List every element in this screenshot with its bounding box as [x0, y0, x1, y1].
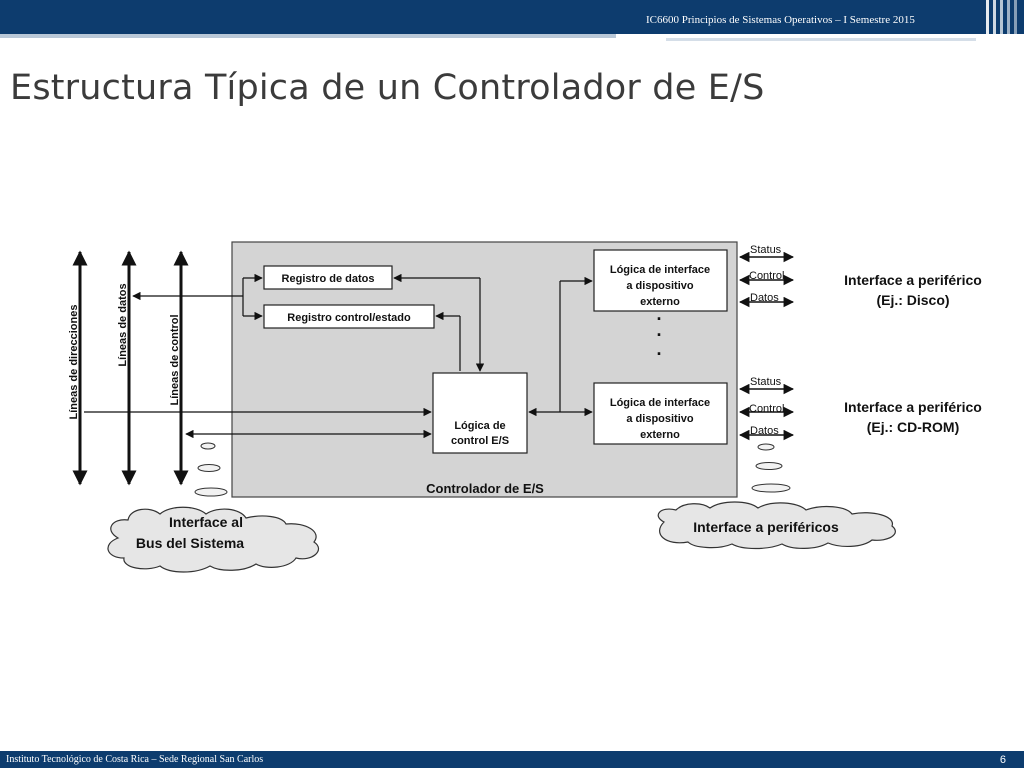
- page-number: 6: [999, 754, 1006, 766]
- header-bar: [0, 0, 1024, 34]
- ellipsis-dot-2: .: [656, 320, 661, 340]
- peripheral-disk-line2: (Ej.: Disco): [876, 292, 949, 308]
- peripherals-cloud-label: Interface a periféricos: [693, 519, 839, 535]
- signal-1-status-label: Status: [750, 244, 782, 256]
- peripheral-cdrom-line1: Interface a periférico: [844, 399, 982, 415]
- bus-control-label: Líneas de control: [169, 314, 181, 405]
- bus-lines: [72, 250, 189, 486]
- bus-addresses-label: Líneas de direcciones: [68, 305, 80, 420]
- data-register-box: [263, 265, 393, 290]
- bus-data-label: Líneas de datos: [117, 283, 129, 366]
- control-logic-label-line1: Lógica de: [454, 420, 505, 432]
- course-header-text: IC6600 Principios de Sistemas Operativos…: [646, 14, 915, 26]
- device-logic-1-line2: a dispositivo: [626, 280, 694, 292]
- header-accent-line: [0, 34, 616, 38]
- peripheral-cdrom-line2: (Ej.: CD-ROM): [867, 419, 960, 435]
- device-logic-2-line3: externo: [640, 429, 680, 441]
- logic-to-device-connections: [528, 276, 593, 417]
- controller-label: Controlador de E/S: [426, 481, 544, 496]
- footer-institution: Instituto Tecnológico de Costa Rica – Se…: [6, 754, 264, 765]
- device-logic-box-1: [593, 249, 728, 312]
- register-bus-connections: [132, 273, 485, 372]
- signal-1-control-label: Control: [749, 270, 784, 282]
- bus-to-logic-connections: [84, 407, 432, 439]
- signal-arrows-1: [738, 251, 795, 308]
- signal-2-data-label: Datos: [750, 425, 779, 437]
- device-logic-1-line1: Lógica de interface: [610, 264, 710, 276]
- system-bus-cloud-line2: Bus del Sistema: [136, 535, 244, 551]
- system-bus-cloud-line1: Interface al: [169, 514, 243, 530]
- signal-1-data-label: Datos: [750, 292, 779, 304]
- device-logic-2-line2: a dispositivo: [626, 413, 694, 425]
- peripherals-cloud: [657, 501, 896, 550]
- signal-arrows-2: [738, 383, 795, 441]
- signal-2-status-label: Status: [750, 376, 782, 388]
- device-logic-box-2: [593, 382, 728, 445]
- device-logic-2-line1: Lógica de interface: [610, 397, 710, 409]
- ellipsis-dot-3: .: [656, 339, 661, 359]
- peripheral-bubbles: [751, 443, 791, 493]
- bus-bubbles: [194, 442, 228, 497]
- header-decoration-stripes: [986, 0, 1017, 34]
- data-register-label: Registro de datos: [282, 273, 375, 285]
- ellipsis-dot-1: .: [656, 304, 661, 324]
- footer-bar: [0, 751, 1024, 768]
- control-register-box: [263, 304, 435, 329]
- peripheral-disk-line1: Interface a periférico: [844, 272, 982, 288]
- header-accent-line-right: [666, 38, 976, 41]
- system-bus-cloud: [107, 506, 320, 573]
- slide-title: Estructura Típica de un Controlador de E…: [10, 68, 765, 108]
- control-register-label: Registro control/estado: [287, 312, 411, 324]
- control-logic-label-line2: control E/S: [451, 435, 509, 447]
- device-logic-1-line3: externo: [640, 296, 680, 308]
- signal-2-control-label: Control: [749, 403, 784, 415]
- control-logic-box: [432, 372, 528, 454]
